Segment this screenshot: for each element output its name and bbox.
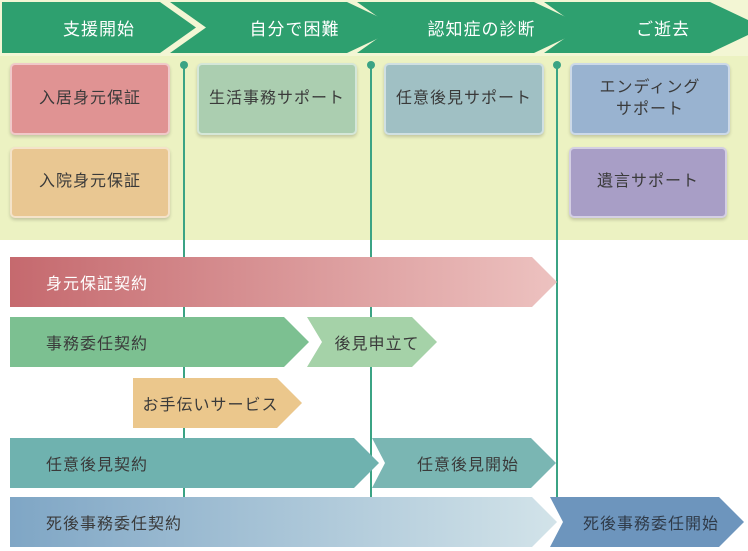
stage-label: 支援開始 <box>63 20 135 39</box>
service-label: 任意後見サポート <box>395 89 532 107</box>
service-box-will-support: 遺言サポート <box>569 147 727 218</box>
bar-voluntary-guardianship-start: 任意後見開始 <box>372 438 556 488</box>
service-label-line1: エンディング <box>599 78 701 96</box>
service-label: 入院身元保証 <box>38 173 141 191</box>
bar-admin-delegation-contract: 事務委任契約 <box>10 317 309 367</box>
bar-label: お手伝いサービス <box>142 397 279 414</box>
service-box-life-admin-support: 生活事務サポート <box>197 63 357 135</box>
bar-voluntary-guardianship-contract: 任意後見契約 <box>10 438 379 488</box>
service-box-voluntary-guardianship-support: 任意後見サポート <box>384 63 544 135</box>
stage-label: 自分で困難 <box>249 20 340 39</box>
service-box-hospital-guarantee: 入院身元保証 <box>10 147 170 218</box>
stage-divider-line-3 <box>556 63 558 497</box>
stage-divider-dot-1 <box>180 61 188 69</box>
bar-help-service: お手伝いサービス <box>133 378 302 428</box>
service-box-residence-guarantee: 入居身元保証 <box>10 63 170 135</box>
bar-label: 事務委任契約 <box>46 336 149 353</box>
bar-label: 死後事務委任契約 <box>46 516 183 533</box>
bar-identity-guarantee-contract: 身元保証契約 <box>10 257 557 307</box>
bar-guardianship-petition: 後見申立て <box>307 317 437 367</box>
bar-label: 任意後見契約 <box>46 457 149 474</box>
service-label: 遺言サポート <box>596 173 699 191</box>
service-label-line2: サポート <box>615 101 684 118</box>
stage-divider-dot-2 <box>367 61 375 69</box>
bar-label: 任意後見開始 <box>416 457 519 474</box>
service-label: 生活事務サポート <box>208 89 345 107</box>
stage-dementia-diagnosis: 認知症の診断 <box>357 2 588 53</box>
bar-label: 死後事務委任開始 <box>582 516 719 533</box>
stage-divider-dot-3 <box>553 61 561 69</box>
bar-posthumous-affairs-start: 死後事務委任開始 <box>550 497 744 547</box>
bar-label: 後見申立て <box>334 336 420 353</box>
stage-label: ご逝去 <box>636 20 690 39</box>
bar-label: 身元保証契約 <box>46 276 149 293</box>
bar-posthumous-affairs-contract: 死後事務委任契約 <box>10 497 557 547</box>
stage-self-difficulty: 自分で困難 <box>170 2 401 53</box>
stage-support-start: 支援開始 <box>2 2 196 53</box>
service-label: 入居身元保証 <box>38 89 141 107</box>
stage-label: 認知症の診断 <box>427 20 536 39</box>
service-box-ending-support: エンディング サポート <box>570 63 730 135</box>
